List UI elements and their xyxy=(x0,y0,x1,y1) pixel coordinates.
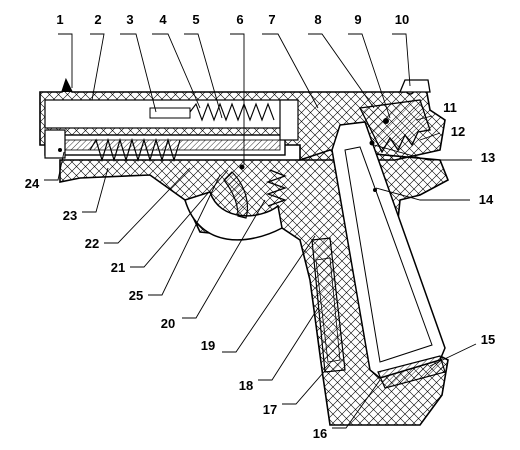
callout-13: 13 xyxy=(481,150,495,165)
callout-22: 22 xyxy=(85,236,99,251)
grip-panel xyxy=(311,237,346,373)
callout-19: 19 xyxy=(201,338,215,353)
callout-1: 1 xyxy=(56,12,63,27)
callout-25: 25 xyxy=(129,288,143,303)
firing-pin xyxy=(149,107,191,119)
callout-5: 5 xyxy=(192,12,199,27)
callout-10: 10 xyxy=(395,12,409,27)
callout-18: 18 xyxy=(239,378,253,393)
callout-8: 8 xyxy=(314,12,321,27)
callout-2: 2 xyxy=(94,12,101,27)
hammer-pin xyxy=(383,118,389,124)
callout-15: 15 xyxy=(481,332,495,347)
callout-7: 7 xyxy=(268,12,275,27)
callout-21: 21 xyxy=(111,260,125,275)
rear-sight xyxy=(399,79,431,93)
callout-labels: 1 2 3 4 5 6 7 8 9 10 11 12 13 14 15 16 1… xyxy=(25,12,495,441)
mainspring xyxy=(266,169,287,207)
callout-16: 16 xyxy=(313,426,327,441)
hammer xyxy=(359,99,431,154)
magazine-floor-plate xyxy=(377,355,446,389)
sear-pin xyxy=(369,140,375,146)
callout-4: 4 xyxy=(159,12,167,27)
callout-20: 20 xyxy=(161,316,175,331)
recoil-spring xyxy=(89,137,181,163)
barrel-bushing xyxy=(44,129,66,159)
callout-6: 6 xyxy=(236,12,243,27)
magazine-catch-pin xyxy=(373,188,377,192)
trigger xyxy=(223,171,249,219)
callout-3: 3 xyxy=(126,12,133,27)
callout-17: 17 xyxy=(263,402,277,417)
firing-pin-spring xyxy=(189,102,275,122)
front-sight xyxy=(62,80,72,92)
callout-9: 9 xyxy=(354,12,361,27)
callout-23: 23 xyxy=(63,208,77,223)
callout-11: 11 xyxy=(443,100,457,115)
callout-14: 14 xyxy=(479,192,494,207)
callout-12: 12 xyxy=(451,124,465,139)
callout-24: 24 xyxy=(25,176,40,191)
trigger-guard xyxy=(184,191,283,241)
slide-stop-pin xyxy=(239,164,245,170)
leader-lines xyxy=(44,33,477,429)
